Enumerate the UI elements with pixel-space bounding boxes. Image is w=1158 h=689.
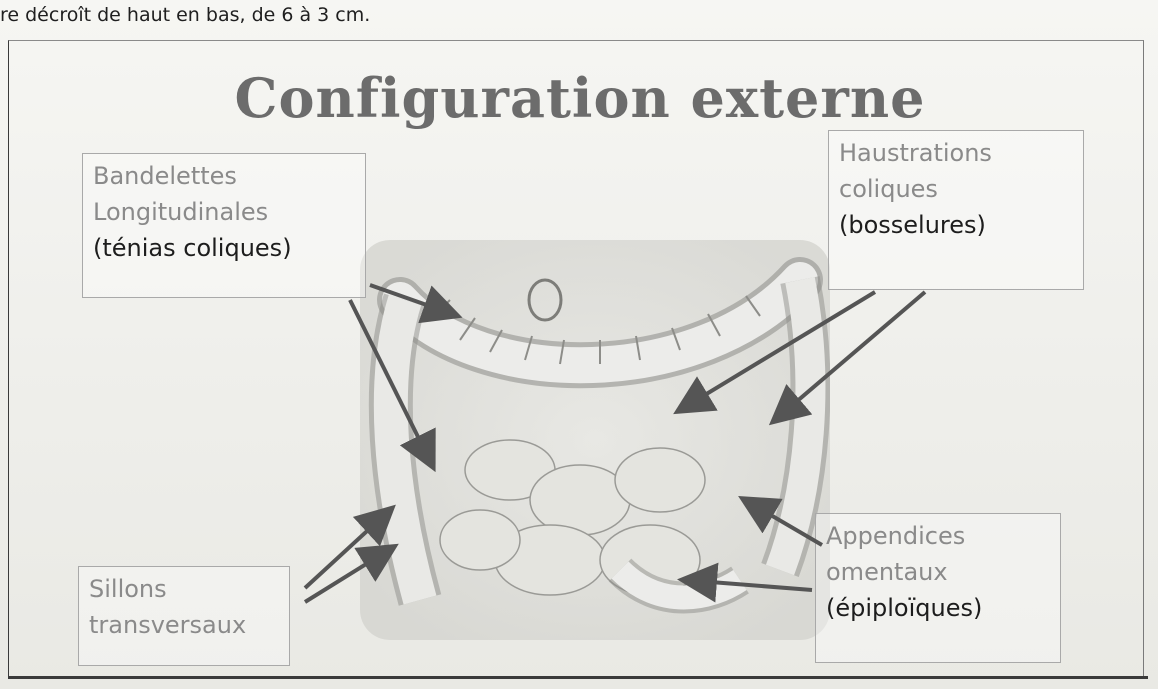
label-sillons-transversaux: Sillons transversaux (78, 566, 290, 666)
label-haustrations-line1: Haustrations (839, 135, 1073, 171)
label-haustrations-coliques: Haustrations coliques (bosselures) (828, 130, 1084, 290)
header-text-line: re décroît de haut en bas, de 6 à 3 cm. (0, 0, 370, 30)
label-bandelettes-longitudinales: Bandelettes Longitudinales (ténias coliq… (82, 153, 366, 298)
slide-title: Configuration externe (190, 66, 970, 130)
slide-bottom-border (8, 676, 1148, 679)
label-haustrations-line2: coliques (839, 171, 1073, 207)
label-appendices-line2: omentaux (826, 554, 1050, 590)
label-appendices-line1: Appendices (826, 518, 1050, 554)
label-appendices-omentaux: Appendices omentaux (épiploïques) (815, 513, 1061, 663)
label-bandelettes-line1: Bandelettes (93, 158, 355, 194)
label-bandelettes-line2: Longitudinales (93, 194, 355, 230)
label-sillons-line2: transversaux (89, 607, 279, 643)
label-sillons-line1: Sillons (89, 571, 279, 607)
colon-illustration (360, 240, 830, 640)
label-appendices-line3: (épiploïques) (826, 590, 1050, 626)
label-bandelettes-line3: (ténias coliques) (93, 230, 355, 266)
label-haustrations-line3: (bosselures) (839, 207, 1073, 243)
